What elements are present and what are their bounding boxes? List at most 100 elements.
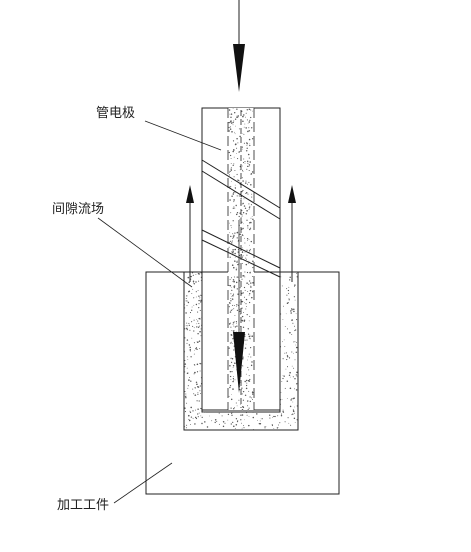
speckle-dot: [264, 426, 265, 428]
speckle-dot: [292, 401, 294, 403]
speckle-dot: [196, 323, 198, 325]
speckle-dot: [248, 208, 250, 210]
speckle-dot: [228, 284, 230, 286]
speckle-dot: [231, 298, 234, 300]
speckle-dot: [233, 349, 235, 351]
speckle-dot: [197, 392, 199, 394]
speckle-dot: [203, 385, 205, 386]
speckle-dot: [252, 282, 254, 284]
speckle-dot: [188, 419, 191, 422]
speckle-dot: [278, 300, 280, 302]
speckle-dot: [272, 303, 275, 305]
speckle-dot: [236, 325, 238, 327]
speckle-dot: [234, 188, 236, 190]
speckle-dot: [283, 375, 285, 377]
speckle-dot: [229, 128, 232, 130]
speckle-dot: [195, 387, 197, 389]
speckle-dot: [192, 274, 194, 276]
speckle-dot: [269, 417, 271, 419]
speckle-dot: [191, 321, 193, 323]
speckle-dot: [233, 201, 235, 203]
speckle-dot: [277, 279, 279, 281]
speckle-dot: [245, 182, 247, 184]
speckle-dot: [234, 184, 236, 186]
speckle-dot: [219, 372, 221, 374]
speckle-dot: [241, 209, 243, 212]
speckle-dot: [263, 392, 265, 394]
speckle-dot: [247, 380, 250, 382]
speckle-dot: [250, 240, 252, 243]
speckle-dot: [217, 304, 219, 305]
speckle-dot: [282, 358, 284, 360]
speckle-dot: [258, 353, 260, 355]
speckle-dot: [249, 223, 250, 225]
speckle-dot: [259, 384, 261, 386]
speckle-dot: [265, 371, 267, 373]
speckle-dot: [245, 193, 246, 195]
speckle-dot: [280, 392, 282, 393]
speckle-dot: [290, 310, 292, 312]
speckle-dot: [257, 362, 259, 365]
leader-electrode: [144, 120, 222, 151]
speckle-dot: [294, 422, 296, 423]
speckle-dot: [205, 383, 207, 385]
speckle-dot: [231, 131, 233, 133]
speckle-dot: [288, 292, 290, 294]
speckle-dot: [266, 318, 268, 321]
speckle-dot: [272, 278, 274, 280]
speckle-dot: [243, 205, 246, 207]
speckle-dot: [236, 237, 238, 239]
speckle-dot: [218, 368, 220, 370]
speckle-dot: [184, 337, 185, 339]
speckle-dot: [285, 352, 287, 354]
speckle-dot: [244, 339, 246, 341]
speckle-dot: [276, 370, 278, 372]
speckle-dot: [263, 362, 265, 364]
speckle-dot: [247, 359, 248, 361]
speckle-dot: [216, 321, 219, 324]
speckle-dot: [242, 180, 244, 182]
speckle-dot: [282, 409, 284, 411]
speckle-dot: [264, 393, 266, 395]
speckle-dot: [241, 429, 243, 430]
speckle-dot: [294, 329, 297, 331]
speckle-dot: [199, 370, 201, 372]
speckle-dot: [199, 309, 201, 311]
speckle-dot: [263, 302, 265, 304]
speckle-dot: [266, 324, 268, 326]
speckle-dot: [185, 297, 187, 300]
speckle-dot: [209, 415, 210, 417]
speckle-dot: [234, 248, 237, 251]
speckle-dot: [200, 415, 202, 417]
speckle-dot: [256, 375, 258, 376]
speckle-dot: [245, 258, 247, 260]
speckle-dot: [267, 324, 269, 327]
speckle-dot: [239, 169, 241, 171]
speckle-dot: [250, 109, 252, 111]
speckle-dot: [244, 380, 246, 383]
speckle-dot: [234, 112, 236, 114]
label-electrode: 管电极: [96, 106, 135, 121]
speckle-dot: [241, 221, 243, 223]
speckle-dot: [250, 286, 252, 288]
speckle-dot: [243, 114, 245, 116]
speckle-dot: [229, 126, 232, 128]
speckle-dot: [233, 163, 235, 165]
speckle-dot: [232, 337, 234, 340]
speckle-dot: [239, 310, 241, 312]
speckle-dot: [185, 300, 187, 302]
speckle-dot: [245, 373, 247, 375]
speckle-dot: [276, 378, 278, 380]
speckle-dot: [271, 371, 273, 373]
speckle-dot: [289, 376, 291, 378]
speckle-dot: [195, 347, 197, 350]
speckle-dot: [229, 154, 232, 157]
speckle-dot: [233, 148, 235, 151]
speckle-dot: [263, 340, 265, 342]
speckle-dot: [269, 325, 271, 328]
speckle-dot: [241, 393, 243, 395]
speckle-dot: [188, 414, 190, 417]
speckle-dot: [233, 276, 235, 277]
speckle-dot: [184, 369, 185, 371]
speckle-dot: [282, 375, 284, 376]
